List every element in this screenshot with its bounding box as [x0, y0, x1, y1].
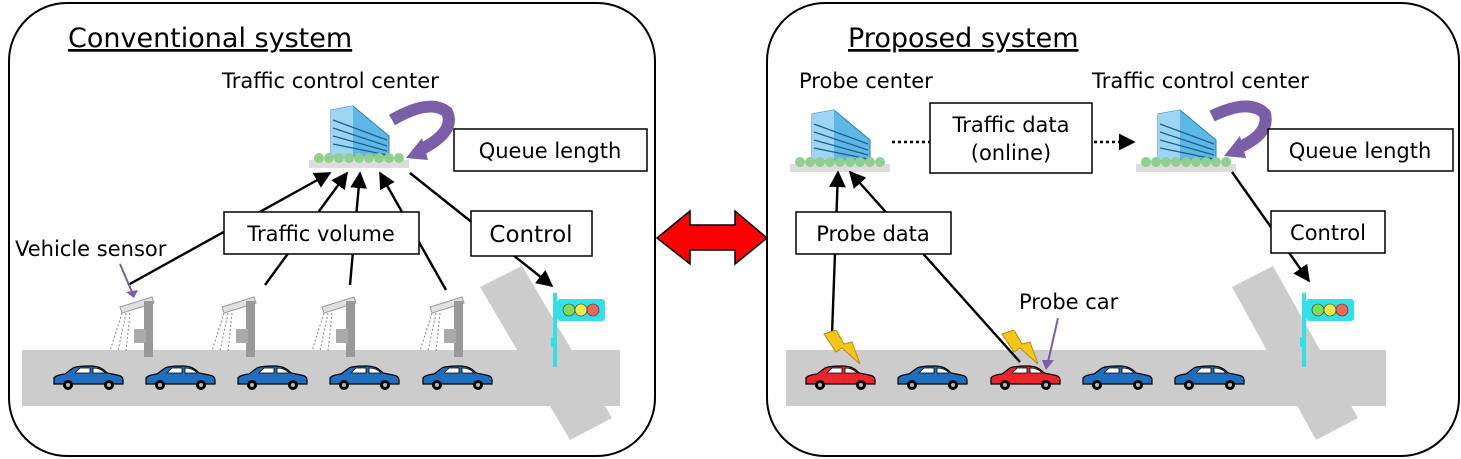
- right-center-label: Traffic control center: [1091, 69, 1309, 93]
- probe-car-label: Probe car: [1019, 290, 1119, 314]
- probe-data-arrow-2: [848, 170, 1021, 363]
- traffic-data-box: [929, 102, 1093, 174]
- right-loop-arrowhead-icon: [1224, 136, 1246, 158]
- left-queue-label: Queue length: [479, 139, 622, 163]
- right-loop-arrow-icon: [1209, 100, 1272, 154]
- probe-data-box: [795, 211, 952, 255]
- traffic-data-line2: (online): [971, 141, 1051, 165]
- proposed-system-panel: Proposed system Probe center Traffic con…: [766, 2, 1460, 457]
- right-panel-title: Proposed system: [848, 23, 1079, 54]
- left-volume-box: [223, 211, 420, 255]
- left-panel-title: Conventional system: [68, 23, 352, 54]
- right-crossroad: [1232, 266, 1358, 440]
- probe-car-pointer: [1047, 317, 1059, 363]
- right-probe-center-label: Probe center: [799, 69, 933, 93]
- left-center-label: Traffic control center: [221, 69, 439, 93]
- left-control-label: Control: [489, 222, 572, 248]
- left-control-box: [470, 210, 593, 257]
- comparison-double-arrow-icon: [655, 209, 769, 266]
- right-queue-box: [1267, 128, 1454, 172]
- probe-data-label: Probe data: [816, 222, 930, 246]
- left-sensor-label: Vehicle sensor: [15, 237, 167, 261]
- probe-car-pointer-head-icon: [1042, 360, 1054, 370]
- right-control-box: [1270, 210, 1386, 254]
- left-loop-arrowhead-icon: [406, 138, 428, 160]
- left-loop-arrow-icon: [388, 100, 455, 156]
- traffic-data-line1: Traffic data: [951, 113, 1069, 137]
- left-queue-box: [453, 128, 648, 172]
- left-crossroad: [480, 266, 612, 440]
- left-sensor-pointer-head-icon: [126, 290, 138, 298]
- right-control-label: Control: [1290, 221, 1366, 245]
- conventional-system-panel: Conventional system Traffic control cent…: [8, 2, 656, 457]
- left-volume-label: Traffic volume: [246, 222, 395, 246]
- left-sensor-pointer: [119, 263, 133, 293]
- right-queue-label: Queue length: [1289, 139, 1432, 163]
